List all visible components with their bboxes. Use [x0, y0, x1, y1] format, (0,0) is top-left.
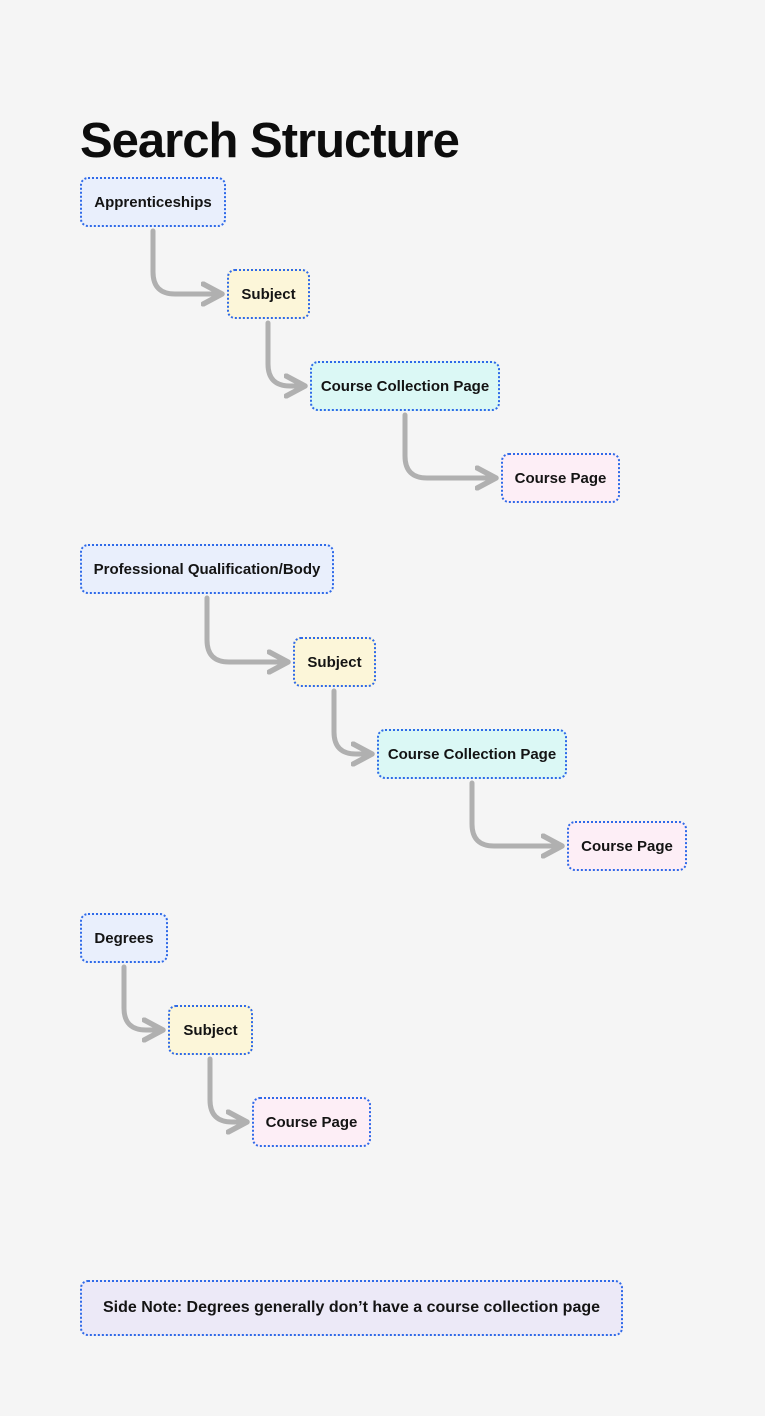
arrow-course-collection-to-course-page-1 — [402, 412, 496, 478]
arrow-subject-to-course-page-3 — [207, 1056, 247, 1122]
node-subject-1[interactable]: Subject — [227, 269, 310, 319]
node-course-collection-page-1[interactable]: Course Collection Page — [310, 361, 500, 411]
side-note-label: Side Note: Degrees generally don’t have … — [102, 1299, 601, 1316]
node-label: Degrees — [94, 929, 154, 947]
node-course-page-1[interactable]: Course Page — [501, 453, 620, 503]
node-subject-2[interactable]: Subject — [293, 637, 376, 687]
node-label: Course Collection Page — [320, 377, 490, 395]
node-course-page-2[interactable]: Course Page — [567, 821, 687, 871]
arrow-subject-to-course-collection-1 — [265, 320, 305, 386]
node-label: Course Page — [581, 837, 673, 855]
node-course-page-3[interactable]: Course Page — [252, 1097, 371, 1147]
node-label: Professional Qualification/Body — [93, 560, 321, 578]
arrow-apprenticeships-to-subject — [150, 228, 222, 294]
arrow-professional-to-subject — [204, 595, 288, 662]
node-label: Course Page — [265, 1113, 358, 1131]
node-label: Course Collection Page — [387, 745, 557, 763]
side-note[interactable]: Side Note: Degrees generally don’t have … — [80, 1280, 623, 1336]
node-course-collection-page-2[interactable]: Course Collection Page — [377, 729, 567, 779]
node-professional-qualification-body[interactable]: Professional Qualification/Body — [80, 544, 334, 594]
arrow-subject-to-course-collection-2 — [331, 688, 372, 754]
page-title: Search Structure — [80, 113, 460, 168]
node-subject-3[interactable]: Subject — [168, 1005, 253, 1055]
node-label: Subject — [307, 653, 362, 671]
node-degrees[interactable]: Degrees — [80, 913, 168, 963]
node-label: Subject — [241, 285, 296, 303]
node-label: Course Page — [514, 469, 607, 487]
arrow-course-collection-to-course-page-2 — [469, 780, 562, 846]
arrow-degrees-to-subject — [121, 964, 163, 1030]
node-apprenticeships[interactable]: Apprenticeships — [80, 177, 226, 227]
node-label: Apprenticeships — [94, 193, 212, 211]
node-label: Subject — [183, 1021, 238, 1039]
